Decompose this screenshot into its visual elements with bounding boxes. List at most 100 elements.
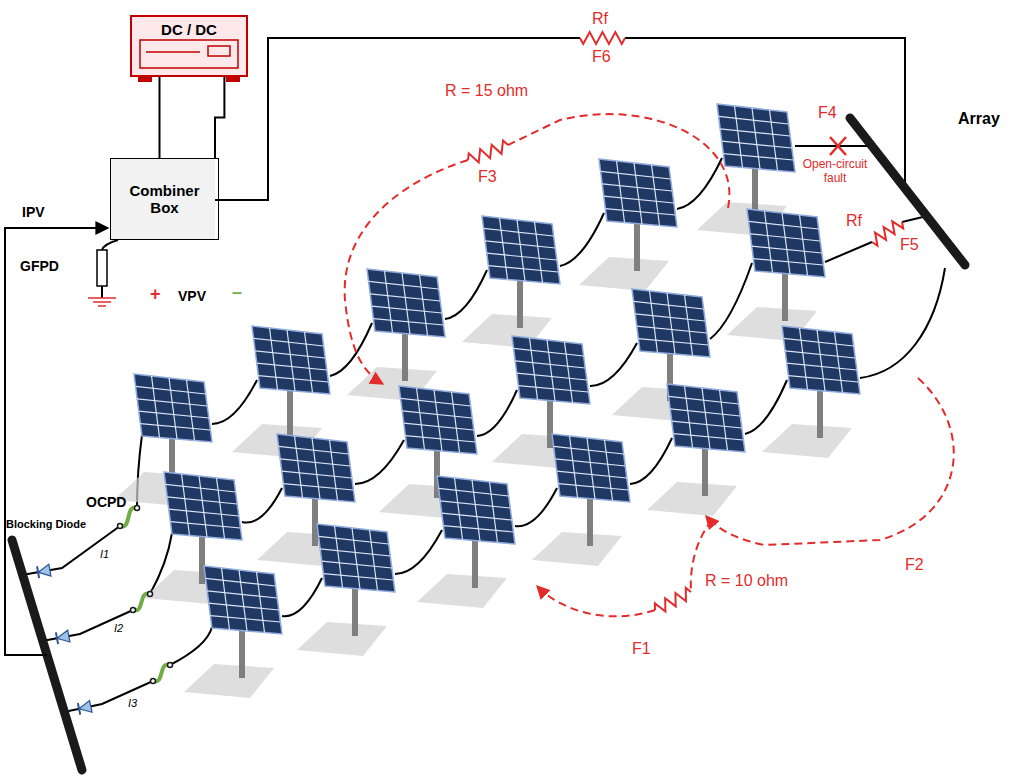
pv-panel <box>417 476 515 608</box>
panel-grid <box>335 526 343 588</box>
resistor-label: Rf <box>846 212 862 230</box>
f1-resistor <box>655 588 691 612</box>
panel-grid <box>140 424 210 430</box>
diode-bar <box>56 632 58 644</box>
gfpd-wire <box>102 240 118 250</box>
current-label: IPV <box>22 204 45 220</box>
panel-grid <box>319 536 389 544</box>
panel-grid <box>753 259 823 265</box>
panel-grid <box>487 253 557 260</box>
panel-grid <box>372 306 442 313</box>
string-wire <box>677 158 722 209</box>
panel-grid <box>672 421 742 428</box>
panel-frame <box>367 269 445 337</box>
ground-symbol <box>88 297 116 299</box>
panel-grid <box>635 314 705 321</box>
panel-frame <box>782 326 860 394</box>
f3-fault-path <box>508 114 729 208</box>
panel-grid <box>312 438 320 499</box>
blocking-diode <box>56 630 70 644</box>
panel-shadow <box>647 482 737 516</box>
panel-grid <box>210 616 280 622</box>
panel-grid <box>752 108 760 169</box>
voltage-label: VPV <box>178 288 206 304</box>
fault-number: F1 <box>632 640 651 658</box>
panel-grid <box>685 386 693 448</box>
panel-grid <box>835 332 843 393</box>
output-wire <box>215 38 580 200</box>
panel-grid <box>634 163 642 224</box>
polarity-sign: – <box>232 282 242 303</box>
fuse-terminal <box>168 663 173 668</box>
panel-grid <box>637 326 707 333</box>
panel-grid <box>455 478 463 540</box>
resistance-value: R = 15 ohm <box>445 82 528 100</box>
string-wire <box>477 390 517 436</box>
pv-panel <box>532 434 630 566</box>
panel-grid <box>369 281 439 289</box>
f1-fault-path <box>537 586 655 616</box>
panel-grid <box>514 348 584 356</box>
panel-frame <box>632 289 710 357</box>
panel-grid <box>440 501 510 508</box>
panel-grid <box>257 363 327 370</box>
panel-grid <box>749 221 819 229</box>
panel-grid <box>570 436 578 498</box>
ocpd-fuse <box>120 508 137 527</box>
panel-shadow <box>297 622 387 656</box>
diode-triangle <box>78 700 92 714</box>
panel-frame <box>277 434 355 502</box>
converter-detail <box>146 51 200 53</box>
panel-grid <box>685 295 693 356</box>
panel-grid <box>735 106 743 168</box>
panel-frame <box>164 472 242 540</box>
panel-grid <box>139 411 209 418</box>
panel-grid <box>500 218 508 280</box>
output-wire <box>625 38 905 186</box>
box-title: Combiner Box <box>119 182 210 217</box>
converter-fill <box>130 15 248 77</box>
panel-grid <box>554 446 624 454</box>
panel-grid <box>442 513 512 520</box>
current-label: I2 <box>114 622 123 635</box>
panel-grid <box>287 330 295 391</box>
panel-grid <box>720 390 728 451</box>
f5-resistor <box>872 221 903 245</box>
panel-grid <box>217 478 225 539</box>
diode-label: Blocking Diode <box>6 518 86 531</box>
gfpd-device <box>97 250 107 286</box>
panel-grid <box>385 271 393 333</box>
diode-bar <box>37 566 39 578</box>
converter-detail <box>208 46 230 56</box>
panel-grid <box>270 328 278 390</box>
panel-grid <box>800 215 808 276</box>
panel-grid <box>785 351 855 358</box>
panel-grid <box>723 154 793 160</box>
panel-grid <box>373 319 443 325</box>
string-wire <box>212 380 257 424</box>
panel-grid <box>166 484 236 492</box>
connector-wire <box>215 77 224 158</box>
panel-grid <box>255 351 325 358</box>
resistance-value: R = 10 ohm <box>705 572 788 590</box>
panel-grid <box>782 213 790 274</box>
panel-grid <box>784 338 854 346</box>
panel-grid <box>282 471 352 478</box>
string-wire <box>590 343 637 386</box>
panel-grid <box>535 222 543 283</box>
string-end-wire <box>860 268 945 378</box>
panel-grid <box>605 209 675 215</box>
panel-grid <box>720 129 790 136</box>
fuse-terminal <box>148 592 153 597</box>
ocpd-fuse <box>133 594 150 611</box>
panel-grid <box>490 482 498 543</box>
pv-panel <box>727 209 825 341</box>
panel-grid <box>209 603 279 610</box>
panel-grid <box>518 386 588 392</box>
fuse-terminal <box>135 506 140 511</box>
panel-grid <box>305 332 313 393</box>
panel-grid <box>370 530 378 591</box>
panel-grid <box>405 436 475 442</box>
panel-grid <box>670 409 740 416</box>
